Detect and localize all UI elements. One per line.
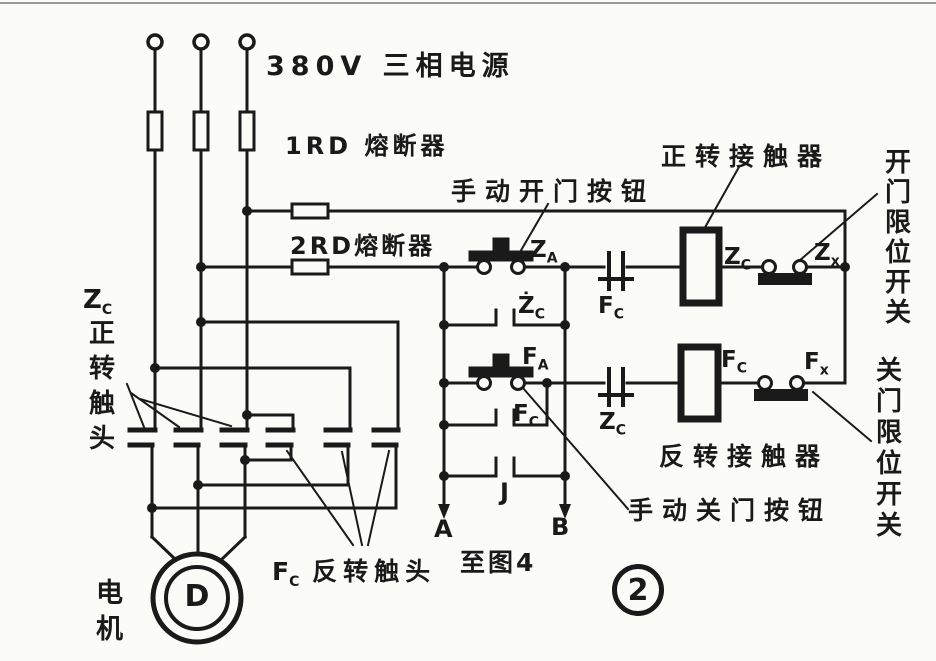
open-limit-switch-icon xyxy=(758,259,812,285)
control-fuse-label: 2RD熔断器 xyxy=(290,232,436,260)
manual-close-button-icon xyxy=(468,353,534,391)
power-source-label: 380V 三相电源 xyxy=(266,51,515,82)
figure-number-badge: 2 xyxy=(612,564,664,616)
motor-icon xyxy=(149,534,248,645)
main-fuse-label: 1RD 熔断器 xyxy=(285,132,449,160)
fuse-1rd-icon xyxy=(238,110,256,152)
label-za: ZA xyxy=(530,237,558,267)
control-line-3 xyxy=(442,343,847,423)
label-zc-interlock: ZC xyxy=(599,409,626,439)
close-limit-switch-icon xyxy=(754,375,808,401)
junction-dots xyxy=(147,206,850,513)
fuse-2rd-icon xyxy=(290,202,330,220)
fuse-2rd-icon xyxy=(290,258,330,276)
forward-coil-icon xyxy=(679,226,723,307)
reverse-main-contacts-icon xyxy=(150,320,401,510)
label-zx: Zx xyxy=(814,240,840,270)
relay-j-contact-icon xyxy=(442,456,567,478)
label-terminal-a: A xyxy=(434,515,453,543)
manual-open-button-label: 手动开门按钮 xyxy=(451,177,656,206)
fuse-1rd-icon xyxy=(146,110,164,152)
zc-nc-interlock-icon xyxy=(598,367,634,407)
label-fc-coil: FC xyxy=(721,347,747,377)
arrow-b-icon xyxy=(559,504,571,519)
to-figure-label: 至图4 xyxy=(460,548,537,577)
reverse-contactor-label: 反转接触器 xyxy=(659,442,830,471)
fc-selfhold-contact-icon xyxy=(442,381,549,427)
label-terminal-b: B xyxy=(551,513,570,541)
open-limit-switch-label: 开门限位开关 xyxy=(884,148,911,328)
reverse-coil-icon xyxy=(677,343,722,423)
label-fc-selfhold: FC xyxy=(513,401,539,431)
label-fa: FA xyxy=(522,344,549,374)
arrow-a-icon xyxy=(438,504,450,519)
label-relay-j: J xyxy=(500,478,509,506)
forward-contactor-label: 正转接触器 xyxy=(661,142,832,171)
control-line-2 xyxy=(199,226,847,307)
forward-contacts-label: 正转触头 xyxy=(88,319,115,454)
fuse-1rd-icon xyxy=(192,110,210,152)
label-fc-interlock: FC xyxy=(598,293,624,323)
label-zc-coil: ZC xyxy=(724,244,751,274)
motor-letter: D xyxy=(184,579,210,614)
motor-label: 电机 xyxy=(96,578,124,645)
manual-open-button-icon xyxy=(468,237,534,275)
reverse-contacts-label: FC 反转触头 xyxy=(272,557,437,590)
label-zc-selfhold: ŻC xyxy=(518,293,545,323)
phase-lines xyxy=(146,48,256,432)
label-fx: Fx xyxy=(804,349,829,379)
supply-terminal-icons xyxy=(146,33,256,51)
pointer-lines xyxy=(125,165,879,547)
fc-nc-interlock-icon xyxy=(598,251,634,291)
close-limit-switch-label: 关门限位开关 xyxy=(875,356,902,541)
zc-selfhold-contact-icon xyxy=(442,308,567,327)
manual-close-button-label: 手动关门按钮 xyxy=(628,496,833,525)
control-line-1 xyxy=(245,202,847,385)
forward-contacts-head-label: ZC xyxy=(83,285,113,319)
